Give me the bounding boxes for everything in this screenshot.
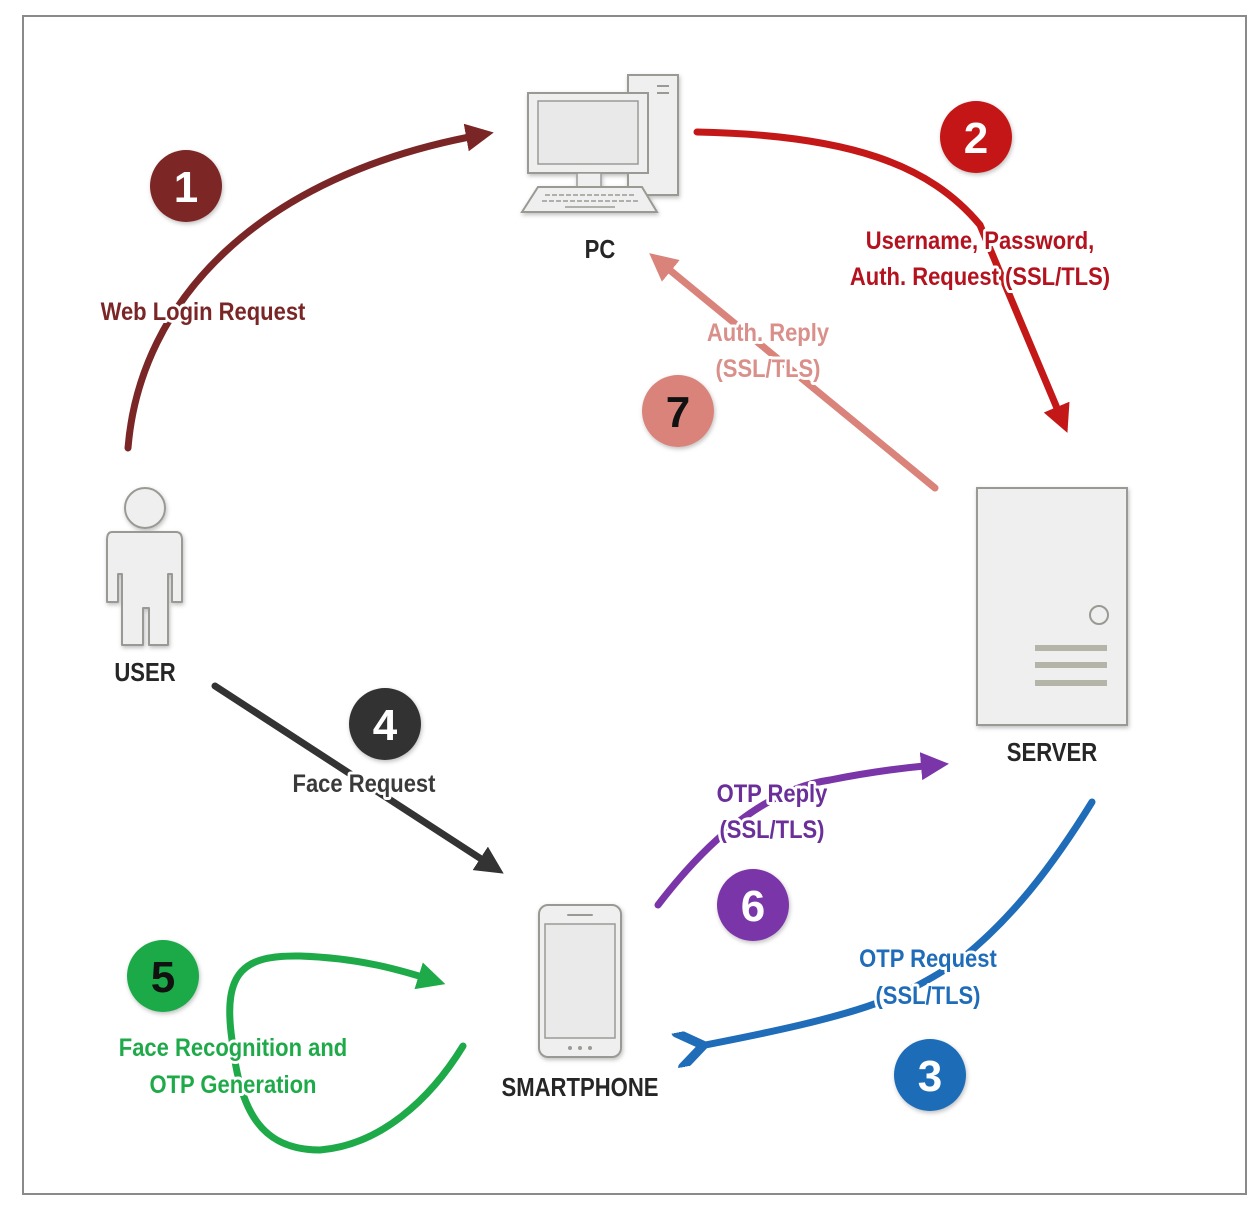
step-badge-4: 4 xyxy=(349,688,421,760)
step-badge-6-number: 6 xyxy=(741,882,765,931)
node-label-smartphone: SMARTPHONE xyxy=(501,1073,658,1102)
step-6-label-line-2: (SSL/TLS) xyxy=(719,816,824,844)
step-3-label-line-1: OTP Request xyxy=(859,945,997,973)
step-5-label-line-1: Face Recognition and xyxy=(119,1034,347,1062)
arrow-step-5 xyxy=(226,952,467,1154)
node-label-server: SERVER xyxy=(1007,738,1097,767)
step-badge-4-circle xyxy=(349,688,421,760)
arrow-step-4 xyxy=(211,682,504,874)
step-badge-7-number: 7 xyxy=(666,388,690,437)
step-badge-1-circle xyxy=(150,150,222,222)
step-badge-1-number: 1 xyxy=(174,163,198,212)
step-badge-4-number: 4 xyxy=(373,701,398,750)
step-badge-2-circle xyxy=(940,101,1012,173)
desktop-computer-icon xyxy=(520,74,679,213)
step-badge-5-circle xyxy=(127,940,199,1012)
arrow-step-1 xyxy=(124,123,494,452)
step-badge-5: 5 xyxy=(127,940,199,1012)
node-label-user: USER xyxy=(114,658,175,687)
step-7-label-line-1: Auth. Reply xyxy=(707,319,829,347)
step-badge-3-circle xyxy=(894,1039,966,1111)
step-badge-6-circle xyxy=(717,869,789,941)
server-tower-icon xyxy=(976,487,1128,726)
step-badge-5-number: 5 xyxy=(151,953,175,1002)
step-7-label-line-2: (SSL/TLS) xyxy=(715,355,820,383)
step-5-label-line-2: OTP Generation xyxy=(150,1071,317,1099)
step-badge-7-circle xyxy=(642,375,714,447)
arrow-step-7 xyxy=(649,253,939,492)
step-6-label-line-1: OTP Reply xyxy=(717,780,828,808)
arrow-step-3 xyxy=(700,798,1096,1046)
step-2-label-line-1: Username, Password, xyxy=(866,227,1095,255)
person-icon xyxy=(106,487,183,646)
step-badge-3: 3 xyxy=(894,1039,966,1111)
arrow-step-2 xyxy=(693,128,1070,433)
step-badge-6: 6 xyxy=(717,869,789,941)
step-badge-2-number: 2 xyxy=(964,114,988,163)
step-2-label-line-2: Auth. Request (SSL/TLS) xyxy=(850,263,1110,291)
node-label-pc: PC xyxy=(585,235,616,264)
step-badge-1: 1 xyxy=(150,150,222,222)
step-4-label: Face Request xyxy=(293,770,436,798)
step-3-label-line-2: (SSL/TLS) xyxy=(875,982,980,1010)
arrow-step-6 xyxy=(654,752,949,909)
smartphone-icon xyxy=(538,904,622,1058)
step-badge-7: 7 xyxy=(642,375,714,447)
step-1-label: Web Login Request xyxy=(101,298,306,326)
step-badge-3-number: 3 xyxy=(918,1052,942,1101)
step-badge-2: 2 xyxy=(940,101,1012,173)
